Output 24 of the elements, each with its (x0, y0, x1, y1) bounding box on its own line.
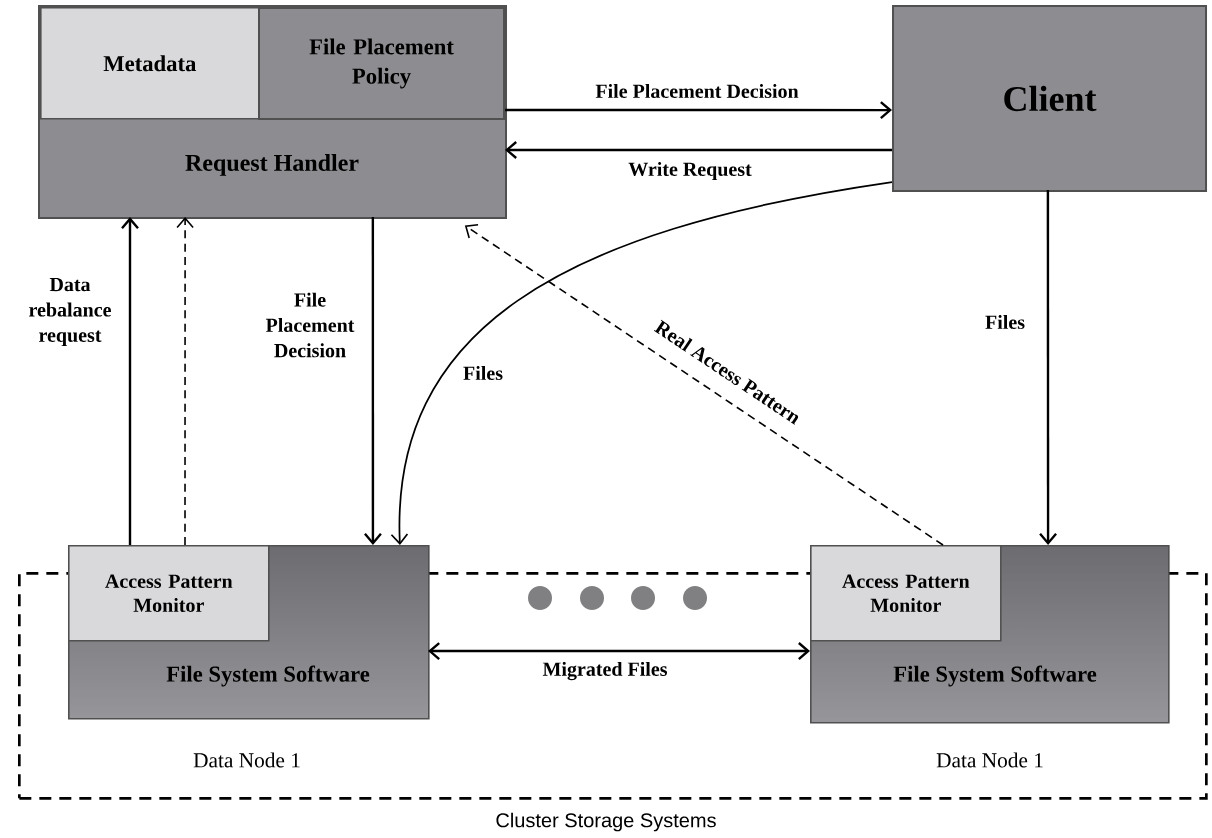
monitor-box: Access Pattern Monitor (810, 545, 1002, 642)
arrow (176, 217, 194, 546)
policy-box: File Placement Policy (258, 7, 505, 120)
edge-label: Write Request (626, 160, 754, 182)
edge-label: Migrated Files (541, 660, 669, 682)
arrow (505, 141, 892, 159)
arrow (428, 642, 810, 660)
arrow (364, 217, 382, 545)
edge-label: Data rebalance request (18, 276, 122, 348)
client-box: Client (892, 5, 1207, 192)
arrow (390, 181, 893, 545)
edge-label: Files (983, 313, 1027, 331)
node-caption: Data Node 1 (936, 752, 1043, 768)
monitor-box: Access Pattern Monitor (68, 545, 270, 642)
arrow (464, 223, 944, 546)
edge-label: File Placement Decision (594, 82, 800, 100)
arrow (121, 217, 139, 545)
node-label: Cluster Storage Systems (496, 812, 716, 832)
node-caption: Data Node 1 (193, 752, 300, 768)
arrow (1039, 190, 1057, 545)
metadata-box: Metadata (40, 7, 260, 120)
arrow (505, 101, 892, 119)
edge-label: File Placement Decision (253, 291, 367, 359)
edge-label: Files (461, 364, 505, 382)
